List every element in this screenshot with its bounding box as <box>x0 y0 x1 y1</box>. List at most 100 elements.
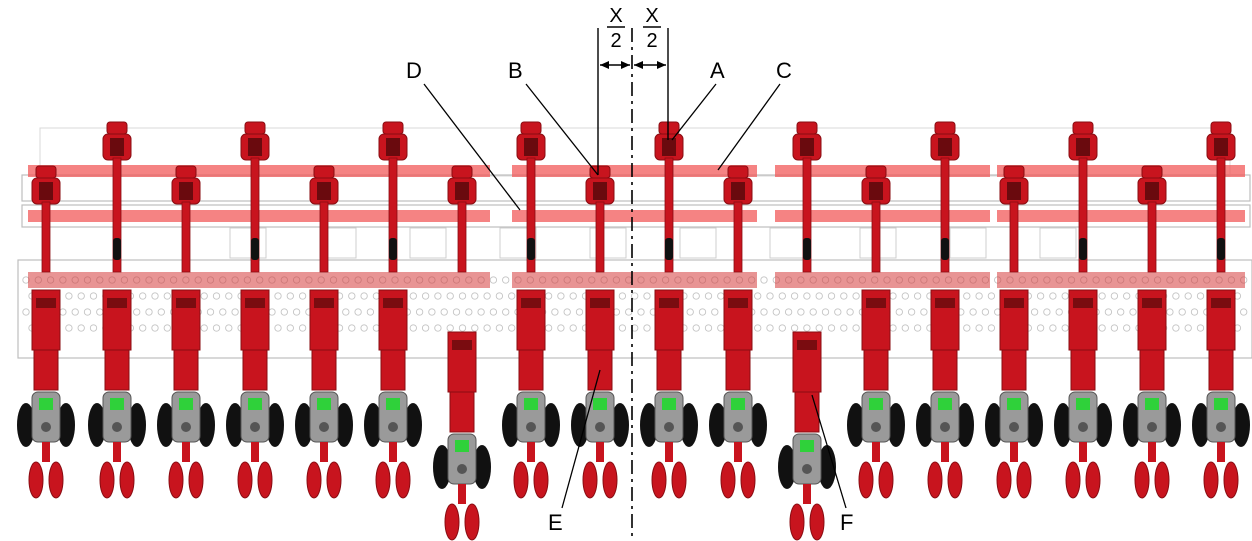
gauge-wheel-left <box>1123 403 1141 447</box>
press-wheel-right <box>1154 461 1170 499</box>
plate-hole <box>151 324 159 332</box>
press-wheel-right <box>602 461 618 499</box>
plate-hole <box>1061 324 1069 332</box>
plate-hole <box>280 308 288 316</box>
plate-hole <box>212 324 221 332</box>
hitch-spring-coil <box>593 182 607 200</box>
press-wheel-right <box>878 461 894 499</box>
press-arm <box>458 484 466 504</box>
hitch-spring-coil <box>39 182 53 200</box>
hitch-top <box>658 121 680 135</box>
gauge-wheel-left <box>88 403 106 447</box>
frame-bracket <box>409 227 447 259</box>
unit-arm <box>664 157 674 273</box>
press-wheel-right <box>395 461 411 499</box>
plate-hole <box>1184 324 1192 332</box>
unit-arm <box>1009 201 1019 273</box>
press-wheel-right <box>464 503 480 541</box>
plate-hole <box>717 292 725 300</box>
press-arm <box>1148 442 1156 462</box>
planter-unit <box>364 121 422 499</box>
linkage-plate <box>1073 298 1093 308</box>
unit-arm <box>388 157 398 273</box>
gauge-wheel-right <box>128 403 146 447</box>
linkage-plate <box>1004 298 1024 308</box>
plate-hole <box>790 324 799 332</box>
hopper-cap <box>802 464 812 474</box>
hopper-window <box>524 398 538 410</box>
plate-hole <box>913 324 922 332</box>
frame-bracket <box>769 227 807 259</box>
press-arm <box>320 442 328 462</box>
plate-hole <box>71 308 79 316</box>
hitch-spring-coil <box>110 138 124 156</box>
plate-hole <box>96 308 104 316</box>
hitch-spring-coil <box>800 138 814 156</box>
press-arm <box>42 442 50 462</box>
plate-hole <box>354 308 362 316</box>
planter-unit <box>640 121 698 499</box>
row-unit-body <box>863 349 889 391</box>
band-plate <box>775 272 990 288</box>
gauge-wheel-left <box>640 403 658 447</box>
hopper-window <box>731 398 745 410</box>
arm-stop <box>389 238 397 260</box>
plate-hole <box>815 324 823 332</box>
plate-hole <box>489 276 498 284</box>
band-lower <box>512 210 757 222</box>
press-arm <box>941 442 949 462</box>
press-wheel-right <box>48 461 64 499</box>
gauge-wheel-right <box>887 403 905 447</box>
press-arm <box>872 442 880 462</box>
plate-hole <box>434 292 442 300</box>
gauge-wheel-left <box>1054 403 1072 447</box>
planter-unit <box>226 121 284 499</box>
plate-hole <box>446 292 454 300</box>
gauge-wheel-right <box>57 403 75 447</box>
plate-hole <box>618 292 627 300</box>
plate-hole <box>618 324 627 332</box>
plate-hole <box>139 324 147 332</box>
plate-hole <box>65 292 73 300</box>
plate-hole <box>286 292 294 300</box>
plate-hole <box>434 324 442 332</box>
hopper-window <box>179 398 193 410</box>
hitch-top <box>796 121 818 135</box>
row-unit-body <box>1208 349 1234 391</box>
arm-stop <box>1079 238 1087 260</box>
plate-hole <box>889 324 897 332</box>
row-unit-body <box>311 349 337 391</box>
plate-hole <box>625 308 633 316</box>
gauge-wheel-right <box>473 445 491 489</box>
gauge-wheel-left <box>709 403 727 447</box>
plate-hole <box>495 292 504 300</box>
plate-hole <box>274 292 282 300</box>
hopper-window <box>662 398 676 410</box>
plate-hole <box>686 308 694 316</box>
frame-perforated-plate <box>17 259 1252 359</box>
svg-text:C: C <box>776 58 792 83</box>
planter-unit <box>847 165 905 499</box>
linkage-plate <box>521 298 541 308</box>
callout-c: C <box>717 58 792 171</box>
plate-hole <box>342 308 350 316</box>
plate-hole <box>840 324 848 332</box>
callout-e: E <box>548 369 601 535</box>
plate-hole <box>760 308 768 316</box>
planter-unit <box>88 121 146 499</box>
hopper-cap <box>112 422 122 432</box>
plate-hole <box>219 308 227 316</box>
planter-unit <box>916 121 974 499</box>
plate-hole <box>446 324 454 332</box>
row-unit-body <box>518 349 544 391</box>
plate-hole <box>778 292 786 300</box>
plate-hole <box>1098 292 1106 300</box>
hitch-top <box>1210 121 1232 135</box>
plate-hole <box>981 308 990 316</box>
planter-unit <box>1123 165 1181 499</box>
plate-hole <box>551 308 559 316</box>
press-arm <box>1079 442 1087 462</box>
hopper-cap <box>388 422 398 432</box>
gauge-wheel-right <box>956 403 974 447</box>
band-upper <box>997 165 1245 177</box>
